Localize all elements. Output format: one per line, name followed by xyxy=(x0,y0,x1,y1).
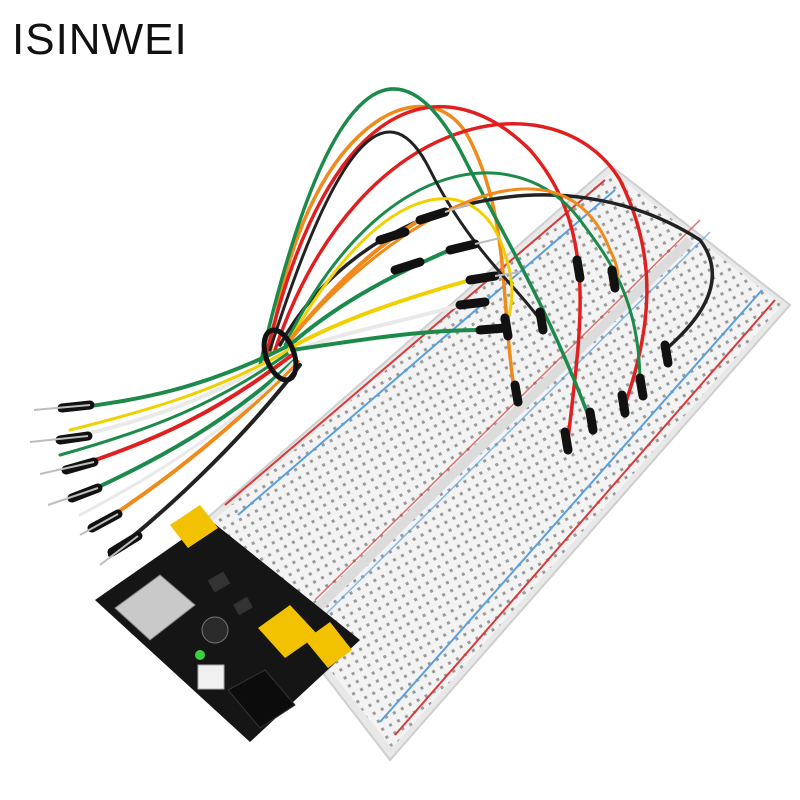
cable-tie xyxy=(261,327,299,383)
jumper-wires xyxy=(58,87,715,557)
rail-red-bottom xyxy=(394,299,776,736)
breadboard xyxy=(203,163,792,762)
usb-port xyxy=(114,574,196,641)
power-switch xyxy=(197,664,225,690)
capacitor xyxy=(201,616,229,644)
jumper-header-right xyxy=(305,622,352,668)
brand-logo-text: ISINWEI xyxy=(12,15,188,64)
rail-blue-top xyxy=(237,189,616,516)
led-indicator xyxy=(195,650,205,660)
jumper-header-center xyxy=(258,605,318,658)
rail-red-top xyxy=(224,179,606,506)
jumper-header-left xyxy=(170,505,218,548)
wire-connectors xyxy=(29,203,673,566)
power-supply-module xyxy=(95,505,360,742)
rail-blue-bottom xyxy=(379,289,763,723)
dc-jack xyxy=(227,669,296,729)
